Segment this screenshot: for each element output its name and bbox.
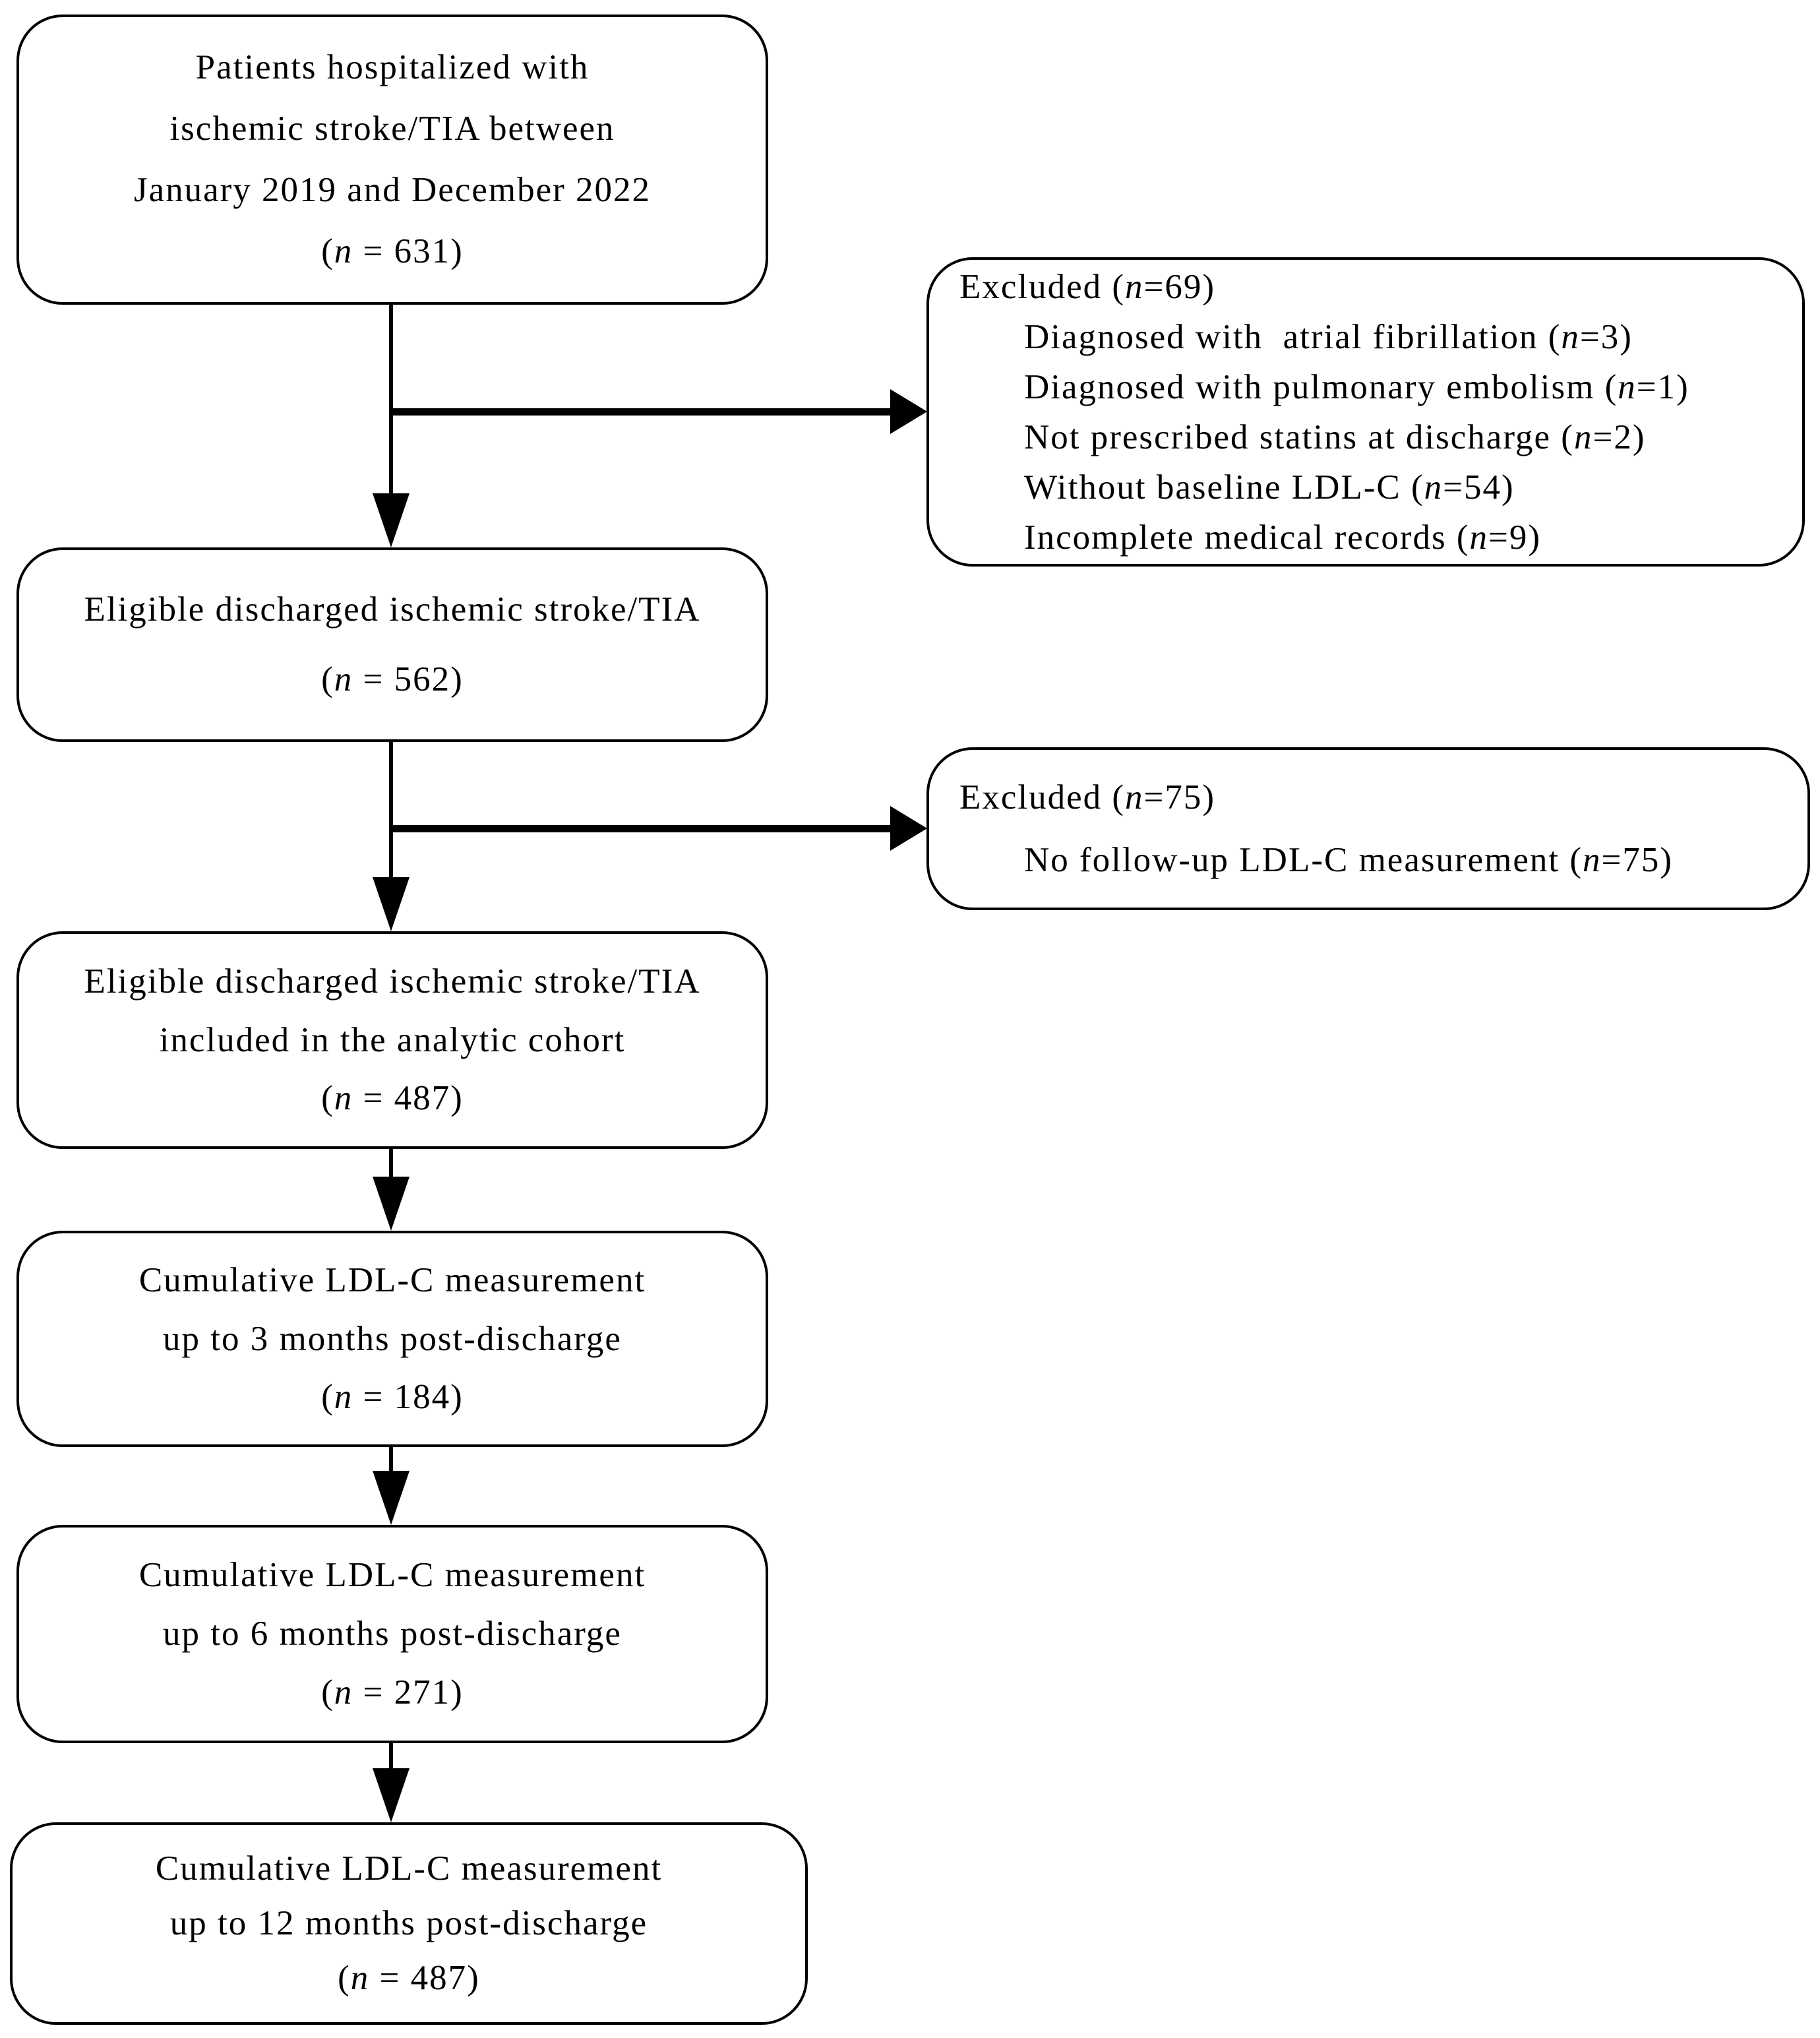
flow-box-analytic-cohort: Eligible discharged ischemic stroke/TIA … [16,931,768,1149]
arrowhead-down-box5 [373,1471,410,1525]
exclusion-title: Excluded (n=69) [959,267,1216,306]
flow-box-ldlc-12-months: Cumulative LDL-C measurement up to 12 mo… [10,1822,808,2025]
box-text-line: Eligible discharged ischemic stroke/TIA [84,590,701,629]
arrowhead-down-box2 [373,493,410,547]
exclusion-box-followup: Excluded (n=75) No follow-up LDL-C measu… [926,747,1810,910]
arrowhead-down-box3 [373,877,410,931]
connector-box4-box5 [389,1447,393,1477]
box-count-line: (n = 184) [321,1377,464,1416]
connector-box3-box4 [389,1149,393,1182]
connector-box5-box6 [389,1743,393,1773]
box-text-line: up to 12 months post-discharge [169,1904,648,1943]
connector-box2-box3 [389,742,393,884]
box-count-line: (n = 631) [321,232,464,270]
branch-line-exclusion-1 [391,408,890,416]
box-text-line: up to 6 months post-discharge [163,1615,622,1653]
box-text-line: Cumulative LDL-C measurement [155,1849,663,1888]
box-text-line: Cumulative LDL-C measurement [138,1556,646,1595]
arrowhead-right-exclusion-2 [890,806,927,851]
exclusion-item: Diagnosed with atrial fibrillation (n=3) [1024,317,1633,356]
flow-box-ldlc-3-months: Cumulative LDL-C measurement up to 3 mon… [16,1231,768,1447]
box-text-line: ischemic stroke/TIA between [169,109,615,148]
flow-box-ldlc-6-months: Cumulative LDL-C measurement up to 6 mon… [16,1525,768,1743]
exclusion-item: Without baseline LDL-C (n=54) [1024,468,1515,507]
exclusion-item: Diagnosed with pulmonary embolism (n=1) [1024,367,1689,406]
arrowhead-down-box6 [373,1768,410,1822]
box-text-line: January 2019 and December 2022 [133,171,652,210]
exclusion-title: Excluded (n=75) [959,778,1216,817]
box-count-line: (n = 487) [338,1959,480,1998]
box-text-line: Eligible discharged ischemic stroke/TIA [84,962,701,1001]
exclusion-item: Incomplete medical records (n=9) [1024,518,1542,557]
arrowhead-right-exclusion-1 [890,389,927,434]
exclusion-item: No follow-up LDL-C measurement (n=75) [1024,840,1674,879]
exclusion-box-initial: Excluded (n=69) Diagnosed with atrial fi… [926,257,1805,567]
box-count-line: (n = 487) [321,1079,464,1118]
connector-box1-box2 [389,305,393,496]
branch-line-exclusion-2 [391,825,890,832]
box-text-line: Cumulative LDL-C measurement [138,1261,646,1300]
flow-box-hospitalized: Patients hospitalized with ischemic stro… [16,15,768,305]
box-text-line: Patients hospitalized with [195,48,590,87]
arrowhead-down-box4 [373,1177,410,1231]
box-text-line: up to 3 months post-discharge [163,1319,622,1358]
box-count-line: (n = 562) [321,660,464,699]
exclusion-item: Not prescribed statins at discharge (n=2… [1024,417,1646,456]
box-count-line: (n = 271) [321,1673,464,1712]
flow-box-eligible-discharged: Eligible discharged ischemic stroke/TIA … [16,547,768,742]
box-text-line: included in the analytic cohort [159,1020,626,1059]
